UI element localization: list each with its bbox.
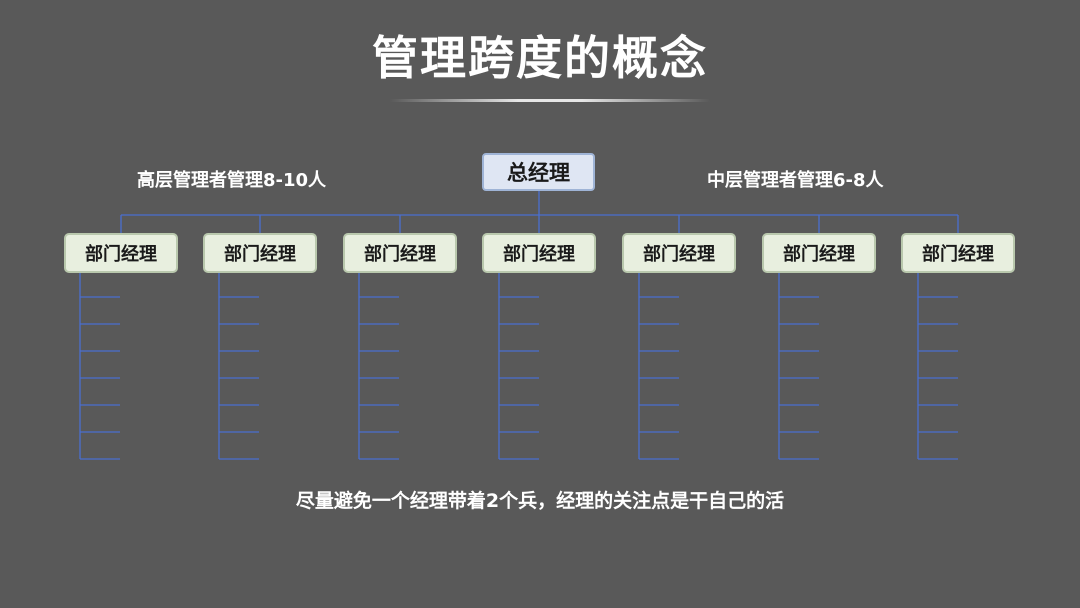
department-manager-node: 部门经理	[482, 233, 596, 273]
department-manager-node: 部门经理	[762, 233, 876, 273]
footnote: 尽量避免一个经理带着2个兵，经理的关注点是干自己的活	[295, 490, 785, 512]
page-title: 管理跨度的概念	[372, 31, 708, 85]
middle-management-span-label: 中层管理者管理6-8人	[707, 170, 884, 191]
department-manager-node: 部门经理	[343, 233, 457, 273]
department-manager-node: 部门经理	[622, 233, 736, 273]
department-manager-node: 部门经理	[203, 233, 317, 273]
department-manager-node: 部门经理	[64, 233, 178, 273]
ceo-node: 总经理	[482, 153, 595, 191]
top-management-span-label: 高层管理者管理8-10人	[137, 170, 327, 191]
department-manager-node: 部门经理	[901, 233, 1015, 273]
title-underline	[390, 99, 710, 102]
